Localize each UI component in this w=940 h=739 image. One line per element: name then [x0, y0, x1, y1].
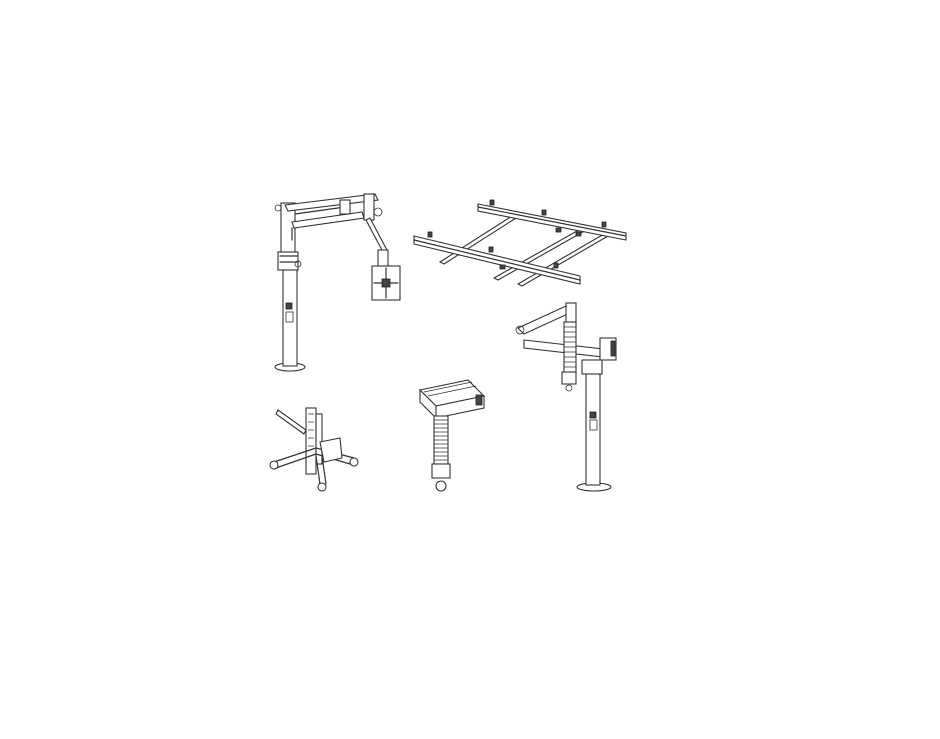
overhead-rail-grid: [413, 199, 627, 287]
mobile-lift-cart: [269, 407, 359, 492]
pillar-jib-arm-with-balancer: [515, 302, 617, 492]
pneumatic-balancer-hoist: [418, 379, 486, 492]
pillar-jib-arm-with-gripper: [274, 193, 401, 372]
